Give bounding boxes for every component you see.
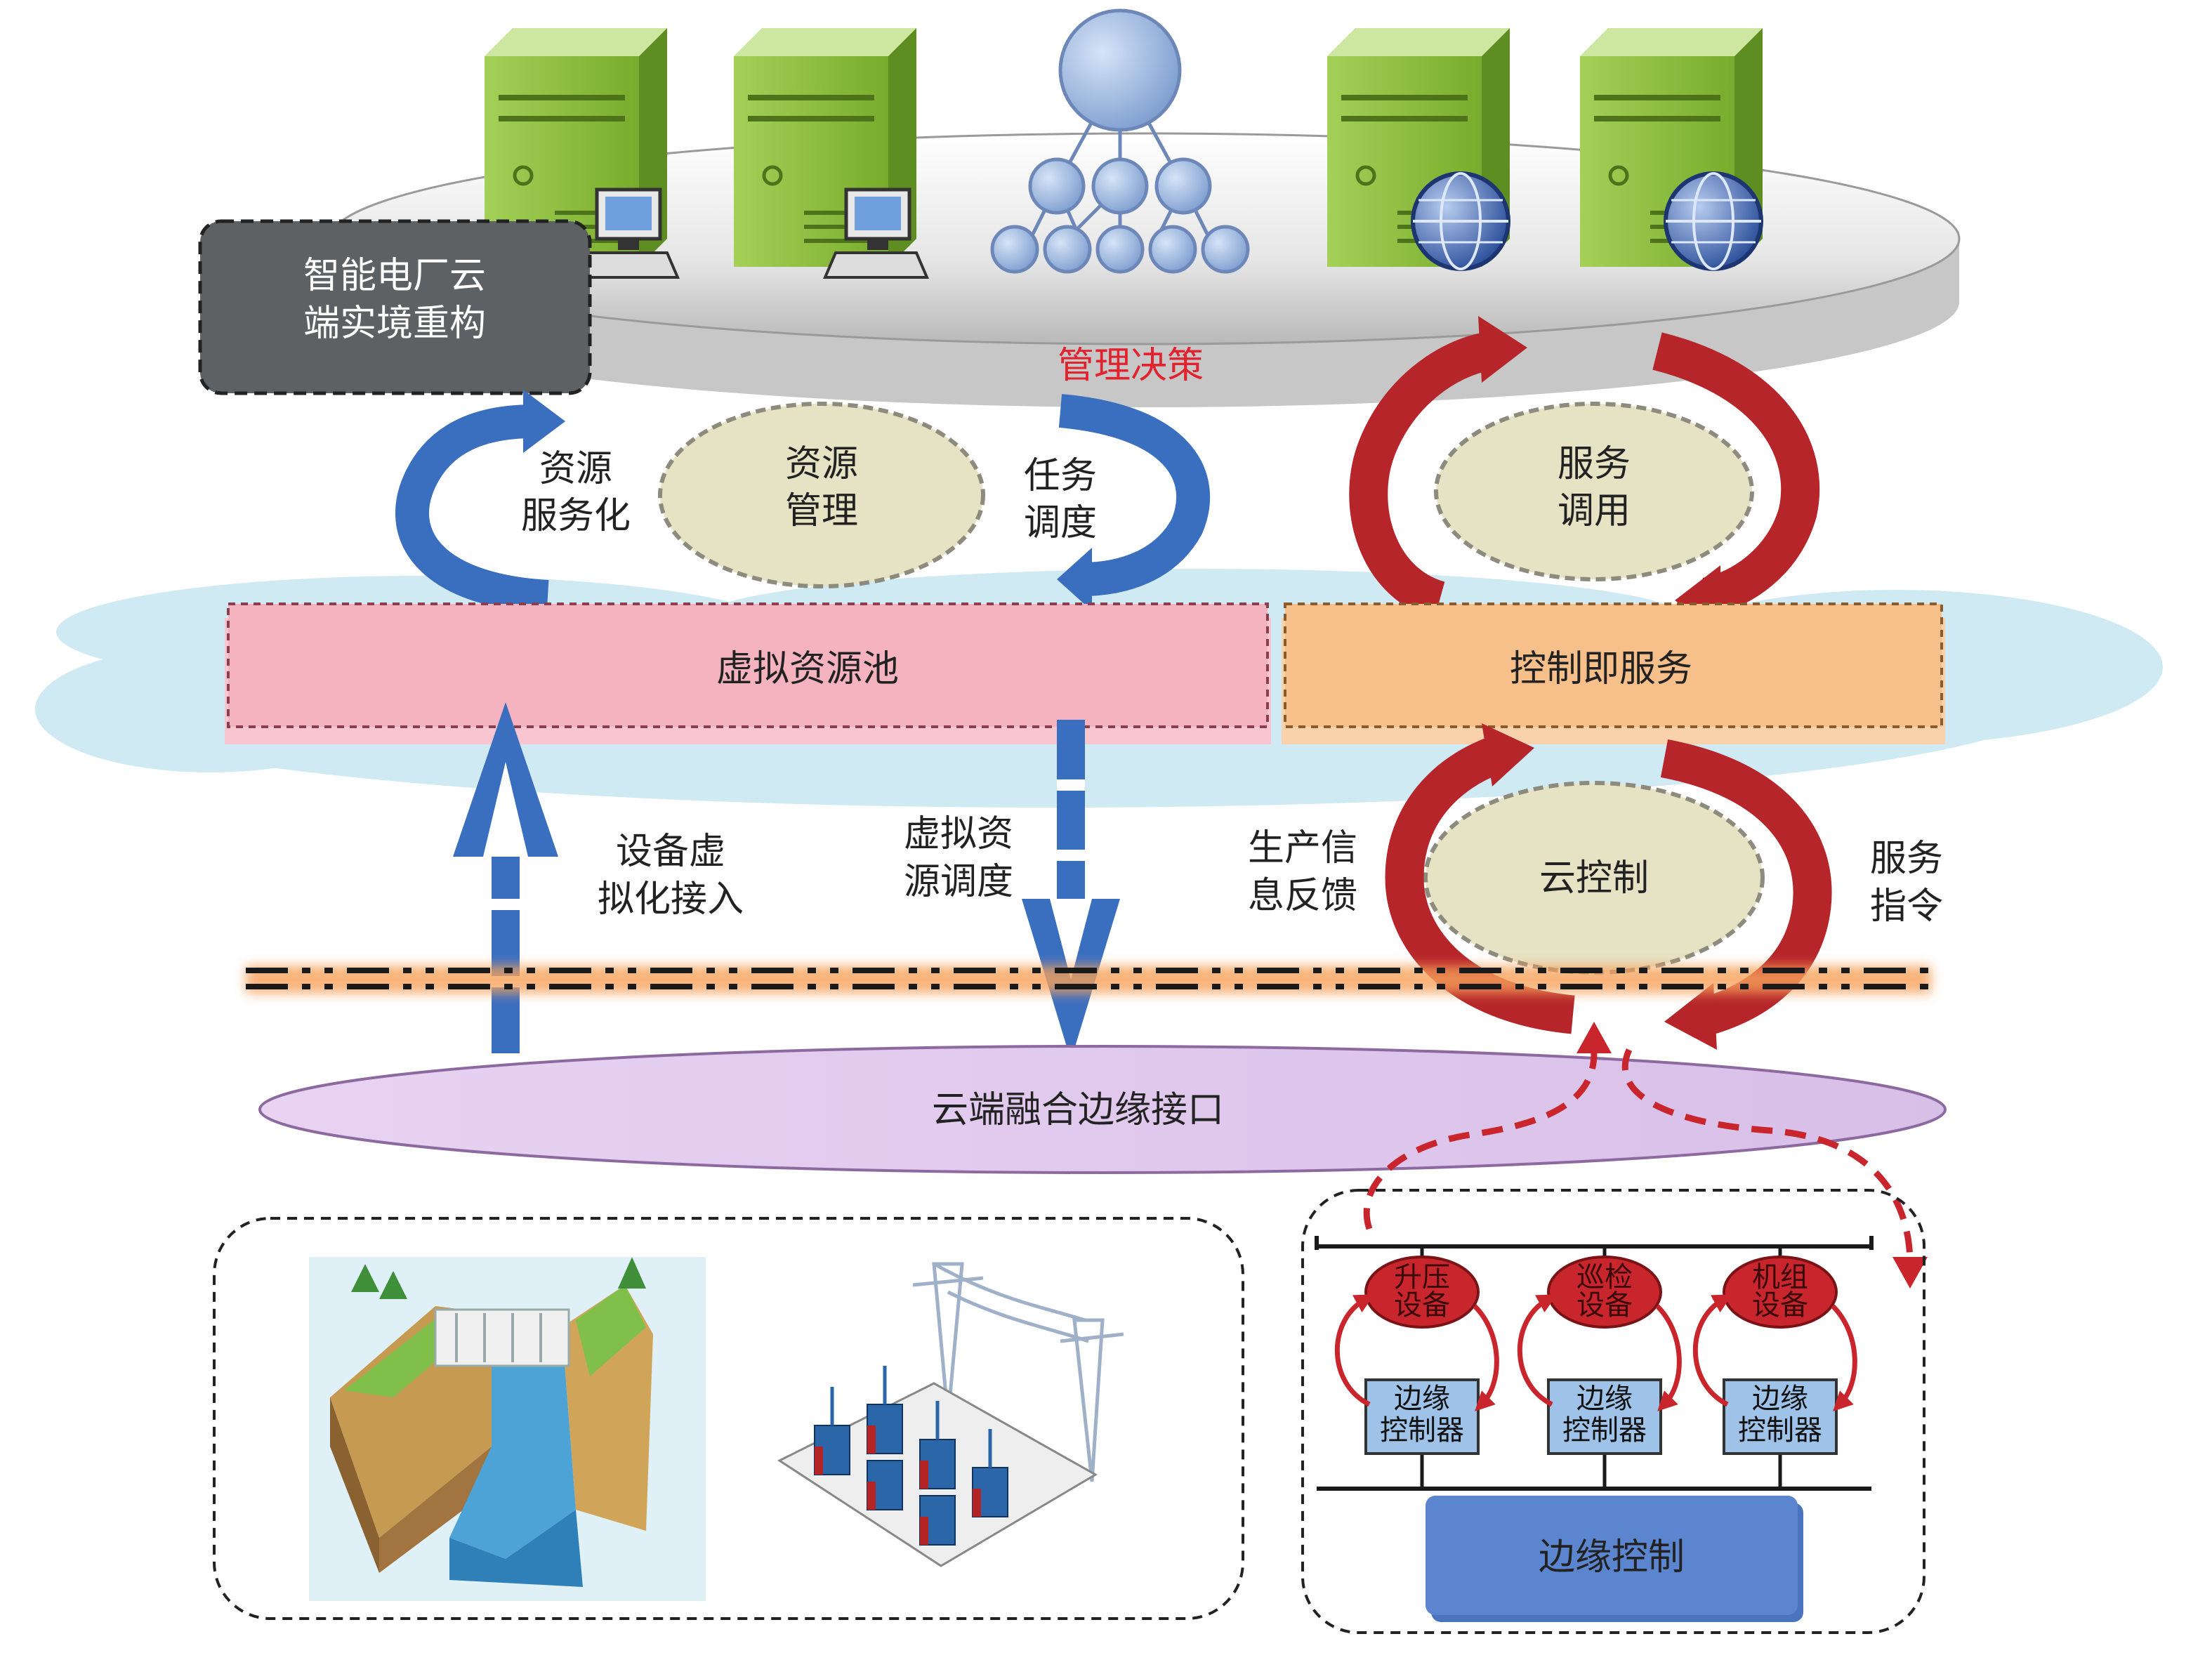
edge-link-dashed-arrows <box>1363 1048 1914 1265</box>
globe-icon <box>1664 171 1763 271</box>
service-command-label-line2: 指令 <box>1870 885 1943 928</box>
device-1-line2: 设备 <box>1394 1289 1450 1322</box>
task-dispatch-label-line1: 任务 <box>1024 455 1097 497</box>
service-command-label-line1: 服务 <box>1870 838 1943 880</box>
resource-service-label-line1: 资源 <box>539 448 612 490</box>
controller-2-line2: 控制器 <box>1562 1414 1647 1447</box>
red-cycle-arrow-lower-right <box>1660 739 1832 1050</box>
resource-management-line1: 资源 <box>785 443 858 485</box>
edge-control-label: 边缘控制 <box>1539 1536 1685 1579</box>
virtual-resource-pool-label: 虚拟资源池 <box>716 648 899 690</box>
controller-3-line1: 边缘 <box>1752 1383 1808 1415</box>
device-access-arrow <box>453 702 558 1053</box>
reconstruction-box: 智能电厂云 端实境重构 <box>198 219 592 395</box>
virtual-resource-pool: 虚拟资源池 <box>225 602 1271 744</box>
production-feedback-label-line1: 生产信 <box>1248 827 1357 869</box>
service-invocation-line1: 服务 <box>1558 443 1631 485</box>
reconstruction-label-line1: 智能电厂云 <box>303 255 486 297</box>
edge-device-column: 升压 设备 边缘 控制器 <box>1334 1246 1499 1489</box>
device-access-label-line2: 拟化接入 <box>598 878 744 921</box>
red-cycle-arrow-lower-left <box>1385 723 1575 1034</box>
resource-dispatch-label-line1: 虚拟资 <box>904 813 1013 855</box>
blue-cycle-arrow-left <box>395 390 565 614</box>
device-1-line1: 升压 <box>1394 1261 1450 1293</box>
production-feedback-label-line2: 息反馈 <box>1248 875 1357 917</box>
red-cycle-arrow-upper-left <box>1349 316 1527 619</box>
management-decision-label: 管理决策 <box>1058 345 1204 387</box>
resource-management-line2: 管理 <box>785 490 858 532</box>
substation-icon <box>777 1262 1124 1567</box>
power-plant-scene-panel <box>213 1217 1244 1620</box>
resource-management-ellipse: 资源 管理 <box>658 402 985 588</box>
cloud-control-ellipse: 云控制 <box>1423 781 1765 975</box>
hydropower-dam-icon <box>309 1257 706 1601</box>
service-invocation-line2: 调用 <box>1558 490 1631 532</box>
blue-cycle-arrow-right <box>1057 394 1211 611</box>
workstation-icon <box>573 187 680 279</box>
workstation-icon <box>822 187 930 279</box>
edge-control-block: 边缘控制 <box>1426 1496 1803 1622</box>
device-access-label-line1: 设备虚 <box>616 831 725 873</box>
edge-device-column: 巡检 设备 边缘 控制器 <box>1517 1246 1682 1489</box>
service-invocation-ellipse: 服务 调用 <box>1434 402 1754 581</box>
control-as-service-pool: 控制即服务 <box>1282 602 1945 744</box>
controller-1-line1: 边缘 <box>1394 1383 1450 1415</box>
cloud-control-label: 云控制 <box>1539 857 1649 900</box>
resource-dispatch-label-line2: 源调度 <box>904 861 1013 903</box>
network-hierarchy-icon <box>990 8 1250 274</box>
globe-icon <box>1411 171 1510 271</box>
device-3-line2: 设备 <box>1752 1289 1808 1322</box>
cloud-edge-boundary-line <box>246 966 1931 994</box>
cloud-edge-interface: 云端融合边缘接口 <box>258 1045 1947 1174</box>
resource-service-label-line2: 服务化 <box>521 495 631 537</box>
task-dispatch-label-line2: 调度 <box>1024 502 1097 544</box>
device-3-line1: 机组 <box>1752 1261 1808 1293</box>
device-2-line2: 设备 <box>1576 1289 1633 1322</box>
cloud-edge-interface-label: 云端融合边缘接口 <box>932 1089 1224 1131</box>
controller-1-line2: 控制器 <box>1380 1414 1464 1447</box>
edge-device-column: 机组 设备 边缘 控制器 <box>1692 1246 1857 1489</box>
controller-3-line2: 控制器 <box>1738 1414 1822 1447</box>
device-2-line1: 巡检 <box>1576 1261 1633 1293</box>
reconstruction-label-line2: 端实境重构 <box>303 303 486 345</box>
control-as-service-label: 控制即服务 <box>1510 648 1692 690</box>
controller-2-line1: 边缘 <box>1576 1383 1633 1415</box>
